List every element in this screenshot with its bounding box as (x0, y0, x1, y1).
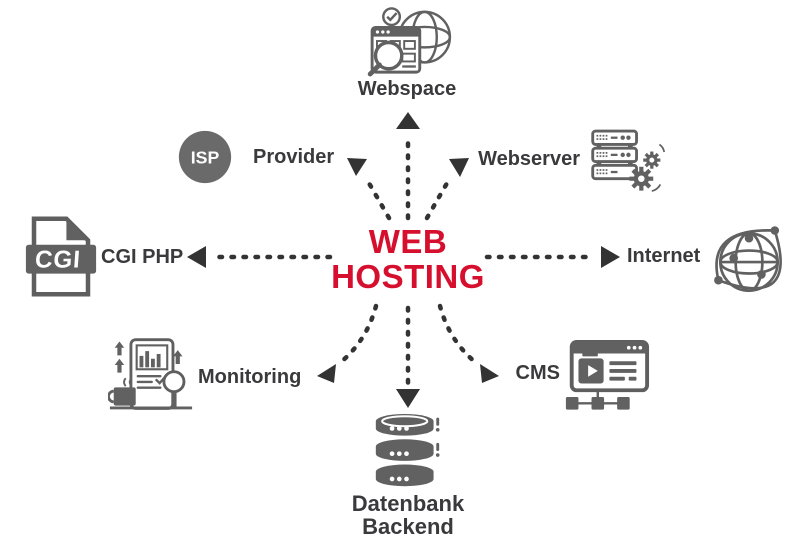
provider-label: Provider (253, 146, 335, 168)
cgi-file-text: CGI (34, 246, 82, 273)
cgi-file-icon: CGI (25, 216, 97, 297)
center-title-line1: WEB (368, 223, 448, 260)
datenbank-label-line1: Datenbank (351, 491, 465, 516)
center-title: WEB HOSTING (298, 224, 518, 294)
isp-circle-icon: ISP (178, 130, 232, 184)
database-stack-icon (375, 414, 440, 487)
datenbank-label: Datenbank Backend (308, 492, 508, 538)
browser-search-globe-icon (367, 7, 452, 77)
internet-label: Internet (627, 245, 701, 267)
arrow-from-provider (347, 158, 392, 221)
big-gear (629, 166, 654, 191)
webserver-label: Webserver (478, 148, 580, 170)
cms-label: CMS (515, 362, 560, 384)
arrow-to-datenbank (396, 305, 420, 408)
arrow-to-cgi (187, 246, 333, 268)
cms-window-sitemap-icon (565, 339, 650, 410)
arrow-to-internet (484, 246, 620, 268)
center-title-line2: HOSTING (331, 258, 485, 295)
monitoring-label: Monitoring (198, 366, 302, 388)
report-chart-magnifier-icon (108, 338, 193, 410)
cgi-php-label: CGI PHP (101, 246, 184, 268)
arrow-from-webserver (424, 158, 469, 221)
datenbank-label-line2: Backend (362, 514, 454, 539)
webspace-label: Webspace (357, 78, 457, 100)
small-gear (643, 151, 661, 169)
arrow-to-cms (437, 303, 499, 383)
network-globe-icon (714, 226, 782, 293)
arrow-to-webspace (396, 112, 420, 221)
server-stack-gears-icon (591, 129, 666, 192)
arrow-to-monitoring (317, 303, 379, 383)
isp-badge-text: ISP (191, 148, 220, 168)
